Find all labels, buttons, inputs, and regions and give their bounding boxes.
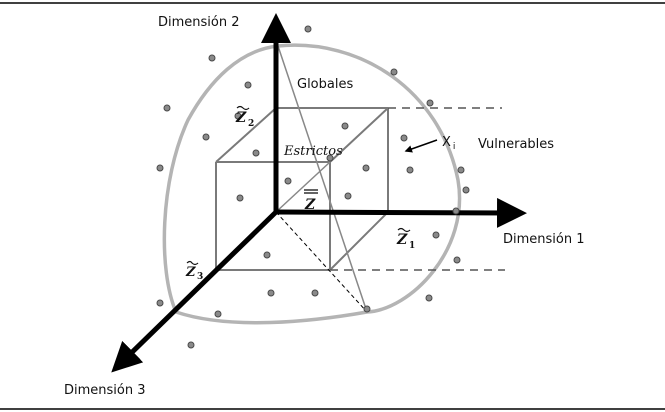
diagonal-dash: [275, 211, 368, 313]
data-point: [234, 112, 242, 120]
threshold-z1-label: Z 1: [396, 227, 415, 251]
region-label-vulnerables: Vulnerables: [478, 137, 554, 152]
data-point: [284, 177, 292, 185]
data-point: [432, 231, 440, 239]
data-points: [156, 25, 470, 349]
strict-cube: [215, 107, 389, 271]
data-point: [202, 133, 210, 141]
axis-label-dimension-2: Dimensión 2: [158, 15, 240, 30]
data-point: [187, 341, 195, 349]
data-point: [214, 310, 222, 318]
global-boundary-curve: [162, 43, 462, 325]
region-label-globales: Globales: [297, 77, 353, 92]
data-point: [236, 194, 244, 202]
data-point: [425, 294, 433, 302]
axis-label-dimension-1: Dimensión 1: [503, 232, 585, 247]
data-point: [344, 192, 352, 200]
svg-text:Z: Z: [304, 197, 316, 213]
axis-dimension-1: [275, 197, 527, 228]
data-point: [362, 164, 370, 172]
data-point: [457, 166, 465, 174]
threshold-z2-label: Z 2: [235, 105, 254, 129]
data-point: [244, 81, 252, 89]
data-point: [208, 54, 216, 62]
data-point: [156, 164, 164, 172]
data-point: [390, 68, 398, 76]
data-point: [406, 166, 414, 174]
data-point: [156, 299, 164, 307]
threshold-zbar-label: Z: [304, 189, 318, 213]
data-point: [267, 289, 275, 297]
svg-text:Z: Z: [396, 232, 408, 248]
data-point: [163, 104, 171, 112]
data-point: [462, 186, 470, 194]
data-point: [400, 134, 408, 142]
data-point: [453, 256, 461, 264]
svg-text:Z: Z: [185, 265, 196, 280]
axis-label-dimension-3: Dimensión 3: [64, 383, 146, 398]
data-point: [311, 289, 319, 297]
axis-dimension-3: [111, 210, 278, 373]
threshold-z3-label: Z 3: [185, 260, 203, 282]
data-point: [326, 154, 334, 162]
data-point: [363, 305, 371, 313]
svg-text:2: 2: [248, 119, 254, 129]
svg-text:3: 3: [197, 272, 203, 282]
threshold-dashes: [330, 107, 505, 271]
data-point: [341, 122, 349, 130]
data-point: [452, 207, 460, 215]
data-point: [252, 149, 260, 157]
svg-text:Z: Z: [235, 110, 247, 126]
data-point: [304, 25, 312, 33]
svg-text:1: 1: [409, 241, 415, 251]
data-point: [263, 251, 271, 259]
data-point: [426, 99, 434, 107]
region-label-estrictos: Estrictos: [283, 144, 343, 159]
xi-pointer-arrow: [404, 139, 438, 153]
